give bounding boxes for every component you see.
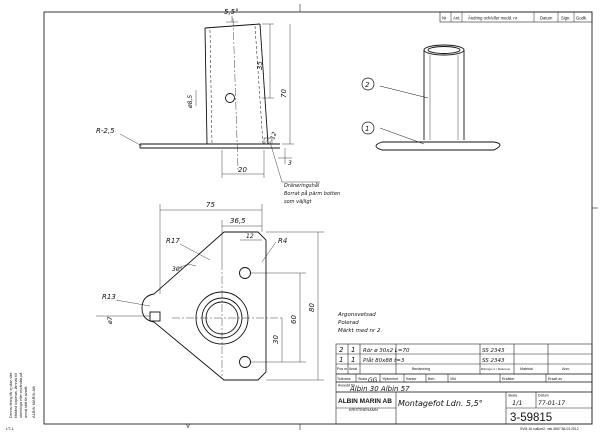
header-ers: Ersätter (502, 377, 515, 381)
scale-value: 1/1 (512, 399, 522, 407)
callout-circle-2 (361, 77, 375, 91)
side-notice-line3: obehöriga eller användas på (19, 373, 23, 418)
header-anm: Anm. (562, 367, 570, 371)
rev-col-ant: Ant. (453, 16, 460, 21)
dim-radius: R-2,5 (96, 127, 115, 135)
dim-r4: R4 (278, 237, 287, 245)
header-ref: Ritnings nr / Referens (481, 367, 511, 371)
weld-note-line1: Dräneringshål (284, 182, 320, 189)
row1-desc: Plåt 80x88 t=3 (363, 357, 405, 364)
row2-qty: 1 (351, 346, 355, 354)
company-city: KRISTINEHAMN (349, 408, 378, 412)
dim-75: 75 (206, 201, 215, 209)
side-notice-line1: Denna ritning får ej utan vårt (9, 373, 13, 418)
header-ersatt: Ersatt av (548, 377, 562, 381)
scale-label: Skala (508, 394, 517, 398)
dim-30-degree: 30° (172, 266, 183, 273)
row1-material: SS 2343 (482, 358, 505, 364)
dim-angle: 5,5° (224, 8, 239, 16)
ref-label: Avsedd för (338, 384, 356, 388)
parts-row-2: 2 1 Rör ø 30x2 L=70 SS 2343 (339, 346, 505, 354)
header-ytj: Ytjämnhet (382, 377, 398, 381)
callout-circle-1 (361, 121, 375, 135)
date-label: Datum (538, 394, 549, 398)
dim-70: 70 (280, 89, 288, 98)
dim-80: 80 (308, 303, 316, 312)
dim-r13: R13 (102, 293, 116, 301)
row1-pos: 1 (339, 356, 343, 364)
footer-text: SVM 16 sutkort2, nsk 3687 86.03.2012 (520, 427, 579, 431)
dim-30: 30 (272, 335, 280, 344)
dim-7: ø7 (107, 316, 114, 325)
rev-col-godk: Godk. (576, 16, 587, 21)
side-notice-company: ALBIN MARIN AB (31, 386, 36, 418)
plan-view (96, 204, 324, 381)
header-pos: Pos nr (337, 367, 348, 371)
rev-col-change: Ändring och/eller medd. nr (468, 16, 518, 21)
side-notice: Denna ritning får ej utan vårt tillstånd… (9, 373, 36, 418)
dim-35: 35 (256, 61, 264, 70)
outer-border (43, 11, 593, 425)
side-notice-line2: tillstånd kopieras, lämnas till (14, 373, 18, 418)
dim-12-plan: 12 (246, 233, 254, 240)
dim-3: 3 (288, 160, 292, 167)
drawing-title: Montagefot Ldn. 5,5° (398, 399, 483, 408)
svg-text:V: V (186, 424, 190, 430)
header-material: Material (520, 367, 533, 371)
ref-value: Albin 30 Albin 57 (349, 385, 410, 393)
row2-desc: Rör ø 30x2 L=70 (363, 348, 410, 354)
weld-note: Dräneringshål Borrat på pärm botten som … (284, 182, 340, 205)
parts-list-headers: Pos nr Antal Benämning Ritnings nr / Ref… (337, 367, 570, 381)
rev-col-date: Datum (540, 16, 553, 21)
header-vikt: Vikt (450, 377, 456, 381)
weld-note-line3: som väjligt (284, 199, 312, 205)
side-view (119, 16, 320, 183)
material-note: Argonsvetsad Polerad Märkt med nr 2. (337, 312, 382, 334)
callout-1: 1 (365, 125, 369, 133)
row2-material: SS 2343 (482, 348, 505, 354)
dim-hole: ø8,5 (187, 95, 194, 109)
row2-pos: 2 (339, 346, 344, 354)
material-note-line3: Märkt med nr 2. (338, 328, 382, 334)
header-kant: Kanter (406, 377, 417, 381)
iso-view (361, 44, 501, 151)
material-note-line1: Argonsvetsad (337, 312, 376, 318)
header-skala: Skala (358, 377, 367, 381)
rev-col-nr: Nr (442, 16, 447, 21)
title-block (335, 391, 593, 425)
dim-60: 60 (290, 315, 298, 324)
header-desc: Benämning (412, 367, 430, 371)
dim-36-5: 36,5 (230, 217, 246, 225)
callout-2: 2 (365, 81, 370, 89)
company-name: ALBIN MARIN AB (338, 398, 392, 405)
dim-12-side: 12 (269, 131, 278, 141)
material-note-line2: Polerad (338, 320, 359, 326)
parts-row-1: 1 1 Plåt 80x88 t=3 SS 2343 (339, 356, 505, 364)
revision-header: Nr Ant. Ändring och/eller medd. nr Datum… (439, 11, 593, 23)
row1-qty: 1 (351, 356, 355, 364)
corner-mark: LT-1 (6, 426, 14, 431)
dim-20: 20 (238, 166, 247, 174)
header-bh: Beh. (428, 377, 435, 381)
drawing-number: 3-59815 (510, 412, 552, 424)
date-value: 77-01-17 (538, 400, 565, 407)
header-qty: Antal (349, 367, 357, 371)
dim-r17: R17 (166, 237, 180, 245)
weld-note-line2: Borrat på pärm botten (284, 190, 340, 197)
header-tol: Tolerans (337, 377, 351, 381)
rev-col-sign: Sign. (561, 16, 571, 21)
side-notice-line4: annat sätt än avsett. (24, 386, 28, 418)
drawn-value: GG (368, 377, 378, 384)
